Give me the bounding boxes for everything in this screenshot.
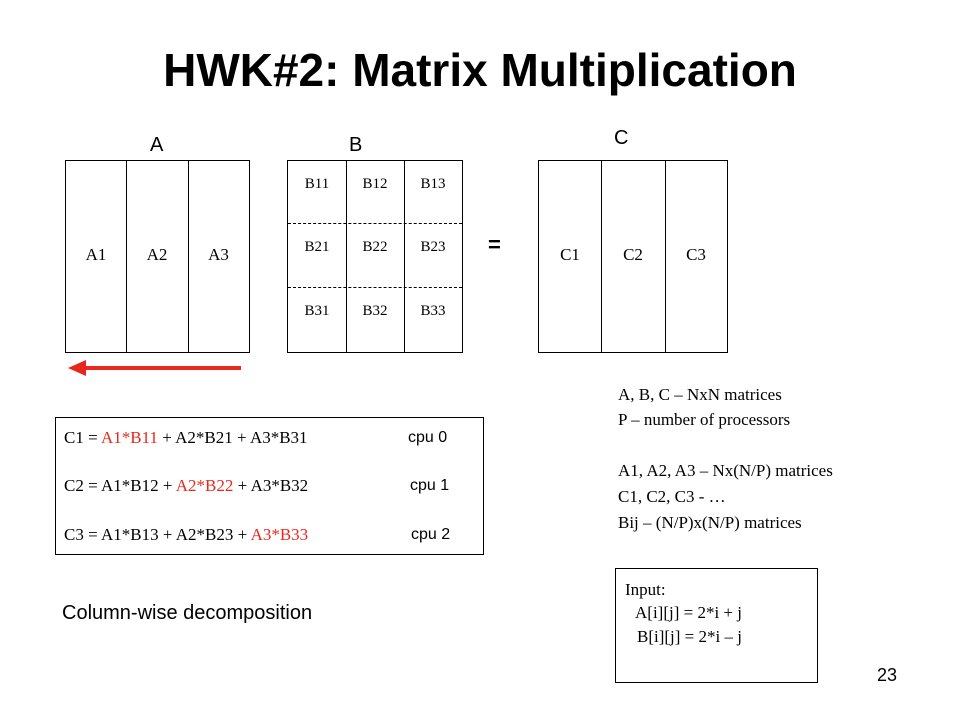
column-divider	[404, 161, 405, 352]
matrix-b: B11 B12 B13 B21 B22 B23 B31 B32 B33	[287, 160, 463, 353]
equation-term: A3*B31	[249, 428, 308, 447]
equation-lhs: C2 =	[64, 476, 101, 495]
matrix-b-cell-b21: B21	[304, 239, 330, 255]
cpu-label-1: cpu 1	[410, 477, 450, 494]
equation-plus: +	[233, 525, 251, 544]
matrix-b-cell-b22: B22	[362, 239, 388, 255]
row-divider-dashed	[288, 223, 462, 224]
equation-term-highlighted: A2*B22	[175, 476, 234, 495]
input-heading: Input:	[625, 580, 666, 599]
matrix-c-cell-c1: C1	[560, 245, 580, 264]
equation-plus: +	[158, 428, 176, 447]
column-divider	[188, 161, 189, 352]
matrix-a-cell-a1: A1	[85, 245, 107, 264]
column-divider	[601, 161, 602, 352]
decomposition-caption: Column-wise decomposition	[62, 602, 313, 624]
matrix-b-cell-b32: B32	[362, 303, 388, 319]
equation-lhs: C3 =	[64, 525, 101, 544]
matrix-b-cell-b33: B33	[420, 303, 446, 319]
matrix-c-label: C	[614, 127, 629, 149]
matrix-c-cell-c2: C2	[623, 245, 643, 264]
note-line: A, B, C – NxN matrices	[618, 385, 782, 404]
matrix-c-cell-c3: C3	[686, 245, 706, 264]
column-divider	[346, 161, 347, 352]
equation-plus: +	[158, 476, 176, 495]
cpu-label-0: cpu 0	[408, 429, 448, 446]
equation-term: A2*B23	[175, 525, 234, 544]
matrix-b-cell-b23: B23	[420, 239, 446, 255]
matrix-a-cell-a2: A2	[146, 245, 168, 264]
left-arrow-icon	[68, 360, 86, 376]
matrix-b-cell-b11: B11	[304, 176, 330, 192]
input-line-a: A[i][j] = 2*i + j	[635, 603, 742, 622]
equation-line-c1: C1 = A1*B11 + A2*B21 + A3*B31	[64, 428, 308, 448]
matrix-a: A1 A2 A3	[65, 160, 250, 353]
equation-term: A1*B13	[101, 525, 159, 544]
matrix-b-cell-b12: B12	[362, 176, 388, 192]
equals-sign: =	[488, 232, 501, 257]
equation-term: A2*B21	[175, 428, 233, 447]
matrix-b-label: B	[349, 134, 363, 156]
cpu-label-2: cpu 2	[411, 526, 451, 543]
matrix-a-label: A	[150, 134, 164, 156]
matrix-b-cell-b31: B31	[304, 303, 330, 319]
matrix-c: C1 C2 C3	[538, 160, 728, 353]
equation-plus: +	[233, 476, 251, 495]
input-box: Input: A[i][j] = 2*i + j B[i][j] = 2*i –…	[615, 568, 818, 683]
note-line: Bij – (N/P)x(N/P) matrices	[618, 513, 802, 532]
note-line: C1, C2, C3 - …	[618, 487, 726, 506]
equation-lhs: C1 =	[64, 428, 101, 447]
equation-box: C1 = A1*B11 + A2*B21 + A3*B31 cpu 0 C2 =…	[55, 417, 484, 555]
matrix-b-cell-b13: B13	[420, 176, 446, 192]
column-divider	[665, 161, 666, 352]
column-divider	[126, 161, 127, 352]
note-line: P – number of processors	[618, 410, 791, 429]
equation-plus: +	[232, 428, 250, 447]
matrix-a-cell-a3: A3	[208, 245, 229, 264]
note-line: A1, A2, A3 – Nx(N/P) matrices	[618, 461, 833, 480]
row-divider-dashed	[288, 287, 462, 288]
equation-plus: +	[158, 525, 176, 544]
equation-term-highlighted: A1*B11	[101, 428, 158, 447]
page-number: 23	[877, 665, 898, 685]
equation-term: A1*B12	[101, 476, 159, 495]
equation-term-highlighted: A3*B33	[250, 525, 309, 544]
left-arrow-shaft	[84, 366, 241, 370]
equation-line-c3: C3 = A1*B13 + A2*B23 + A3*B33	[64, 525, 308, 545]
equation-term: A3*B32	[250, 476, 309, 495]
input-line-b: B[i][j] = 2*i – j	[637, 627, 742, 646]
slide-title: HWK#2: Matrix Multiplication	[163, 44, 797, 96]
equation-line-c2: C2 = A1*B12 + A2*B22 + A3*B32	[64, 476, 308, 496]
